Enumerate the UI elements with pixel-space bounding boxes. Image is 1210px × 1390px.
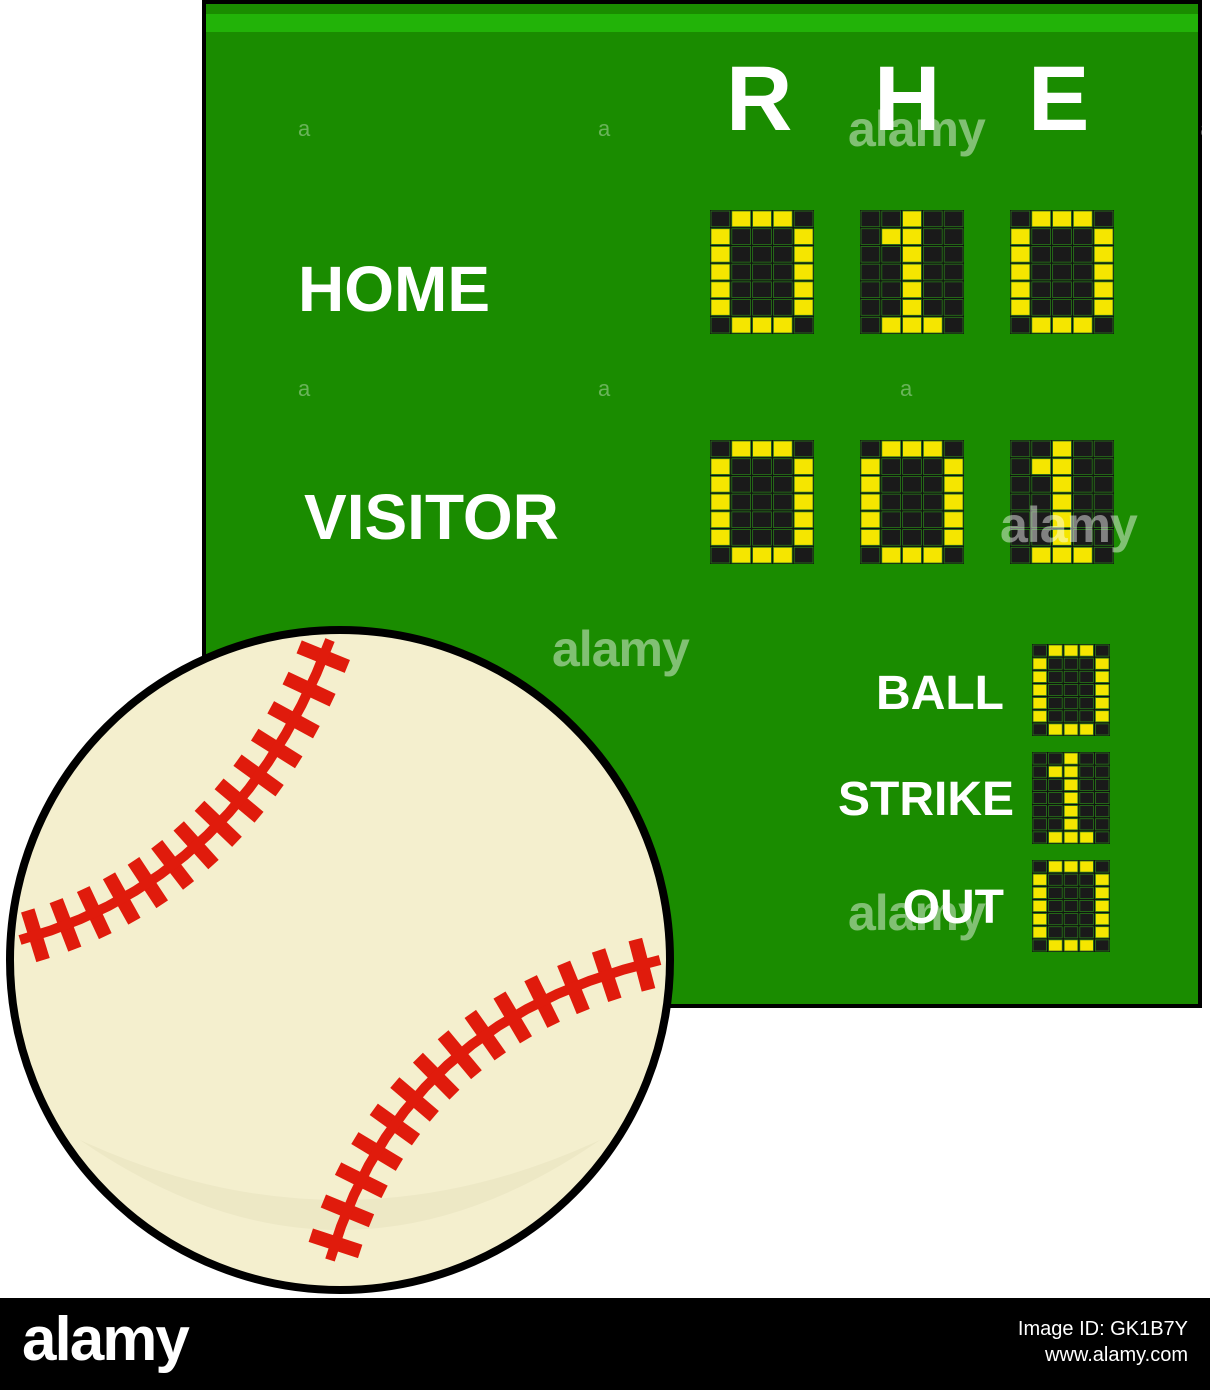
header-runs: R [726, 48, 793, 150]
watermark: alamy [1000, 497, 1138, 553]
strike-count-digit [1032, 752, 1110, 844]
footer-url: www.alamy.com [1045, 1344, 1188, 1366]
visitor-label: VISITOR [304, 481, 559, 553]
home-errors-digit [1010, 210, 1114, 334]
home-hits-digit [860, 210, 964, 334]
ball-count-digit [1032, 644, 1110, 736]
watermark-mark: a [298, 116, 311, 141]
visitor-runs-digit [710, 440, 814, 564]
strike-label: STRIKE [837, 773, 1014, 826]
header-hits: H [874, 48, 941, 150]
scoreboard-top-strip [206, 14, 1198, 32]
watermark-mark: a [598, 376, 611, 401]
watermark-mark: a [298, 376, 311, 401]
ball-label: BALL [876, 667, 1004, 720]
watermark: alamy [848, 885, 986, 941]
watermark-mark: a [900, 376, 913, 401]
visitor-errors-digit [1010, 440, 1114, 564]
watermark-mark: a [1200, 116, 1210, 141]
home-runs-digit [710, 210, 814, 334]
watermark: alamy [848, 101, 986, 157]
footer-image-info: Image ID: GK1B7Y www.alamy.com [1018, 1316, 1188, 1368]
out-label: OUT [902, 881, 1004, 934]
visitor-hits-digit [860, 440, 964, 564]
baseball-icon [6, 626, 674, 1294]
footer-brand-logo: alamy [22, 1305, 190, 1374]
footer-image-id: Image ID: GK1B7Y [1017, 1318, 1188, 1340]
header-errors: E [1028, 48, 1090, 150]
out-count-digit [1032, 860, 1110, 952]
watermark: alamy [552, 621, 690, 677]
watermark-mark: a [598, 116, 611, 141]
footer-bar: alamy Image ID: GK1B7Y www.alamy.com [0, 1298, 1210, 1390]
home-label: HOME [298, 253, 490, 325]
